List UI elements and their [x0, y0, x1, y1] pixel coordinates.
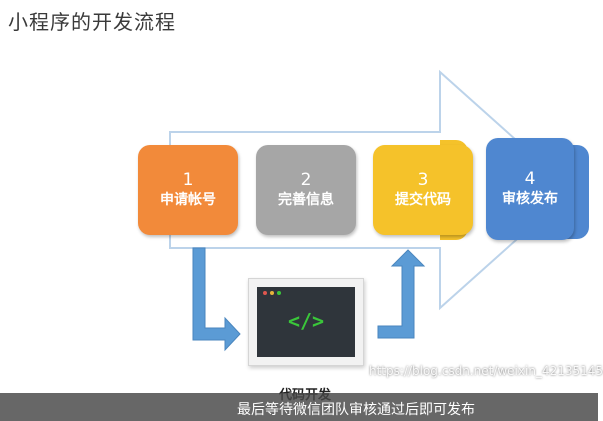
step-4: 4 审核发布	[486, 138, 574, 240]
step-4-number: 4	[524, 169, 536, 189]
watermark: https://blog.csdn.net/weixin_42135145	[369, 364, 603, 378]
big-arrow-outline	[169, 69, 574, 311]
code-editor-icon: </>	[257, 287, 355, 357]
window-dot-red-icon	[263, 291, 267, 295]
code-dev-card: </>	[248, 278, 364, 366]
step-2: 2 完善信息	[256, 145, 356, 235]
step-3-label: 提交代码	[395, 192, 451, 208]
code-brackets-icon: </>	[287, 309, 325, 333]
step-1-number: 1	[182, 170, 194, 190]
step-1: 1 申请帐号	[138, 145, 238, 235]
step-3-number: 3	[417, 170, 429, 190]
video-caption: 最后等待微信团队审核通过后即可发布	[237, 402, 475, 418]
step-2-label: 完善信息	[278, 192, 334, 208]
step-1-label: 申请帐号	[160, 192, 216, 208]
blue-arrow-down-right	[192, 247, 241, 352]
caption-bar	[0, 393, 598, 421]
step-3: 3 提交代码	[373, 145, 473, 235]
step-4-label: 审核发布	[502, 191, 558, 207]
step-2-number: 2	[300, 170, 312, 190]
window-dot-yellow-icon	[270, 291, 274, 295]
blue-arrow-right-up	[377, 249, 426, 339]
window-dot-green-icon	[277, 291, 281, 295]
page-title: 小程序的开发流程	[8, 10, 176, 34]
